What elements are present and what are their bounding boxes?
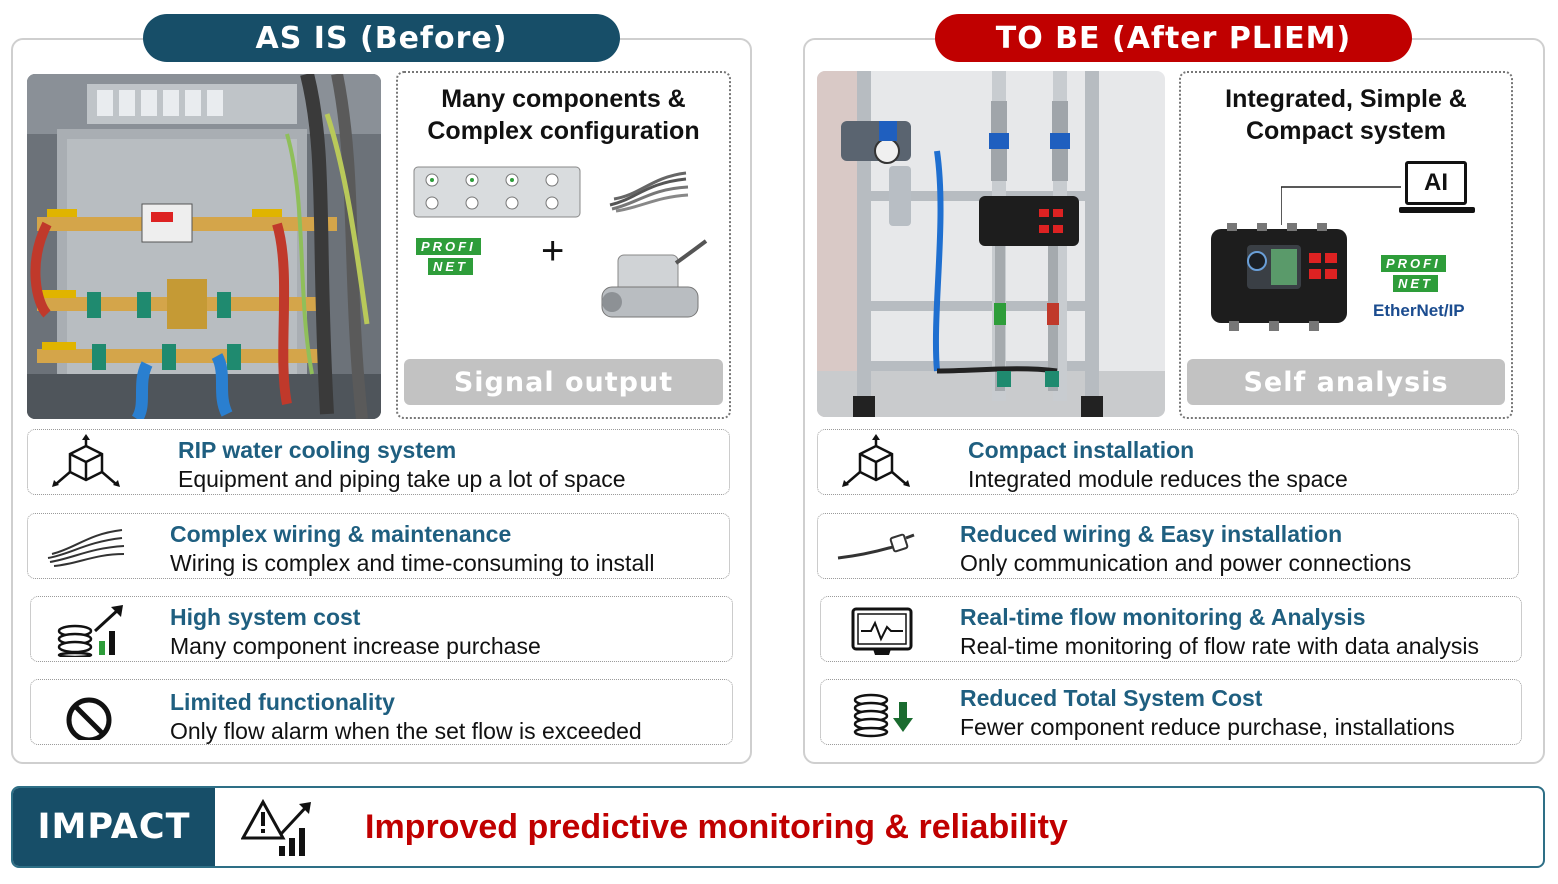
feature-card-monitoring: Real-time flow monitoring & Analysis Rea… [820, 596, 1522, 662]
feature-desc: Real-time monitoring of flow rate with d… [960, 633, 1480, 659]
integrated-system-heading: Integrated, Simple & Compact system [1181, 83, 1511, 147]
prohibited-icon [66, 697, 112, 740]
to-be-title: TO BE (After PLIEM) [935, 14, 1412, 62]
feature-desc: Fewer component reduce purchase, install… [960, 714, 1455, 740]
feature-card-compact: Compact installation Integrated module r… [817, 429, 1519, 495]
feature-title: Limited functionality [170, 689, 395, 715]
heading-line-2: Compact system [1245, 117, 1447, 145]
coins-down-icon [853, 693, 913, 738]
feature-title: RIP water cooling system [178, 437, 457, 463]
cube-axes-icon [52, 434, 120, 487]
feature-desc: Many component increase purchase [170, 633, 541, 659]
profinet-logo: PROFI NET [1381, 255, 1477, 292]
profinet-line-2: NET [1393, 275, 1438, 292]
feature-card-wiring: Complex wiring & maintenance Wiring is c… [27, 513, 730, 579]
connection-line [1281, 186, 1401, 225]
single-cable-icon [837, 533, 915, 560]
self-analysis-button[interactable]: Self analysis [1187, 359, 1505, 405]
feature-title: High system cost [170, 604, 361, 630]
feature-card-space: RIP water cooling system Equipment and p… [27, 429, 730, 495]
feature-title: Compact installation [968, 437, 1195, 463]
cable-bundle-icon [609, 171, 689, 213]
monitor-pulse-icon [851, 607, 913, 655]
feature-card-functionality: Limited functionality Only flow alarm wh… [30, 679, 733, 745]
ethernet-ip-logo: EtherNet/IP [1373, 301, 1465, 320]
profinet-line-2: NET [428, 258, 473, 275]
warning-chart-icon [241, 798, 311, 856]
coins-rising-icon [57, 605, 123, 657]
impact-label: IMPACT [13, 788, 215, 866]
io-module-icon [413, 166, 581, 218]
feature-desc: Equipment and piping take up a lot of sp… [178, 466, 626, 492]
feature-desc: Only flow alarm when the set flow is exc… [170, 718, 642, 744]
pliem-installation-photo [817, 71, 1165, 417]
profinet-logo: PROFI NET [416, 238, 512, 275]
heading-line-2: Complex configuration [427, 117, 700, 145]
integrated-system-box: Integrated, Simple & Compact system AI P… [1179, 71, 1513, 419]
feature-card-cost: High system cost Many component increase… [30, 596, 733, 662]
feature-desc: Integrated module reduces the space [968, 466, 1348, 492]
feature-card-total-cost: Reduced Total System Cost Fewer componen… [820, 679, 1522, 745]
laptop-ai-icon: AI [1399, 161, 1475, 217]
feature-card-reduced-wiring: Reduced wiring & Easy installation Only … [817, 513, 1519, 579]
feature-title: Reduced wiring & Easy installation [960, 521, 1343, 547]
feature-desc: Wiring is complex and time-consuming to … [170, 550, 655, 576]
pliem-controller-icon [1211, 223, 1347, 331]
cable-bundle-icon [47, 529, 125, 567]
heading-line-1: Integrated, Simple & [1225, 85, 1467, 113]
feature-desc: Only communication and power connections [960, 550, 1412, 576]
impact-message: Improved predictive monitoring & reliabi… [365, 807, 1068, 846]
impact-bar: IMPACT Improved predictive monitoring & … [11, 786, 1545, 868]
feature-title: Complex wiring & maintenance [170, 521, 512, 547]
flow-sensor-icon [601, 239, 708, 318]
many-components-heading: Many components & Complex configuration [398, 83, 729, 147]
plus-sign: + [541, 229, 565, 273]
feature-title: Reduced Total System Cost [960, 685, 1263, 711]
profinet-line-1: PROFI [416, 238, 481, 255]
legacy-cooling-photo [27, 74, 381, 419]
profinet-line-1: PROFI [1381, 255, 1446, 272]
as-is-title: AS IS (Before) [143, 14, 620, 62]
many-components-box: Many components & Complex configuration … [396, 71, 731, 419]
heading-line-1: Many components & [441, 85, 686, 113]
feature-title: Real-time flow monitoring & Analysis [960, 604, 1366, 630]
ai-label: AI [1405, 161, 1467, 205]
cube-axes-icon [842, 434, 910, 487]
signal-output-button[interactable]: Signal output [404, 359, 723, 405]
